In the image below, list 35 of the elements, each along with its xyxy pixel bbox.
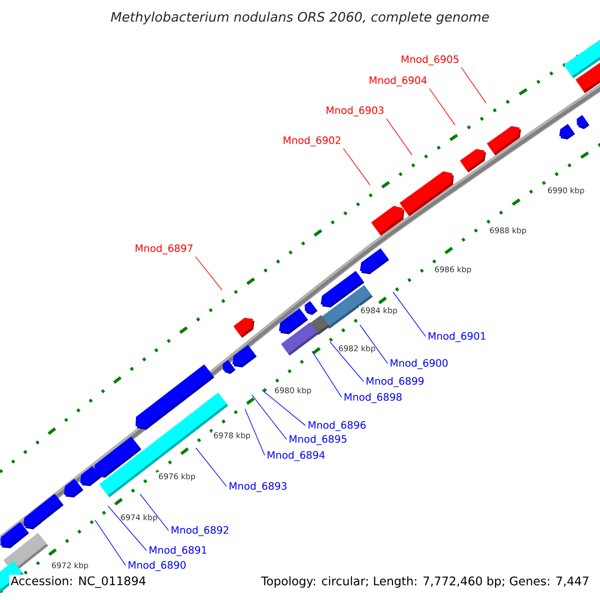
- gene-label: Mnod_6900: [390, 358, 448, 370]
- gene-label: Mnod_6904: [370, 76, 427, 86]
- leader-line: [343, 148, 370, 186]
- leader-line: [392, 292, 426, 337]
- leader-line: [252, 394, 287, 440]
- gene-label: Mnod_6899: [366, 376, 424, 388]
- leader-line: [108, 506, 147, 551]
- gene-label: Mnod_6890: [128, 560, 186, 572]
- gene-label: Mnod_6896: [308, 420, 366, 432]
- leader-line: [244, 408, 266, 456]
- leader-line: [386, 118, 412, 156]
- gene-label: Mnod_6901: [428, 332, 486, 342]
- gene-label: Mnod_6898: [344, 392, 402, 404]
- gene-label: Mnod_6895: [290, 434, 346, 446]
- footer-text: Accession: NC_011894: [9, 574, 148, 590]
- leader-line: [195, 256, 222, 290]
- gene-label: Mnod_6905: [402, 55, 458, 66]
- gene-label: Mnod_6894: [268, 450, 325, 462]
- gene-label: Mnod_6902: [284, 136, 340, 146]
- leader-line: [312, 350, 342, 398]
- gene-label: Mnod_6903: [326, 106, 384, 116]
- title: Methylobacterium nodulans ORS 2060, complete genome: [110, 12, 489, 24]
- gene-label: Mnod_6892: [172, 526, 228, 536]
- leader-line: [196, 448, 227, 487]
- leader-line: [330, 342, 364, 382]
- leader-line: [360, 324, 388, 364]
- gene-label: Mnod_6893: [230, 482, 286, 492]
- leader-line: [461, 67, 486, 104]
- gene-label: Mnod_6897: [136, 244, 192, 254]
- leader-line: [94, 520, 126, 566]
- footer-text: Topology: circular; Length: 7,772,460 bp; Genes: 7,447: [260, 574, 591, 590]
- leader-line: [140, 494, 169, 531]
- leader-line: [262, 390, 306, 426]
- gene-label: Mnod_6891: [150, 546, 206, 556]
- leader-line: [429, 88, 456, 126]
